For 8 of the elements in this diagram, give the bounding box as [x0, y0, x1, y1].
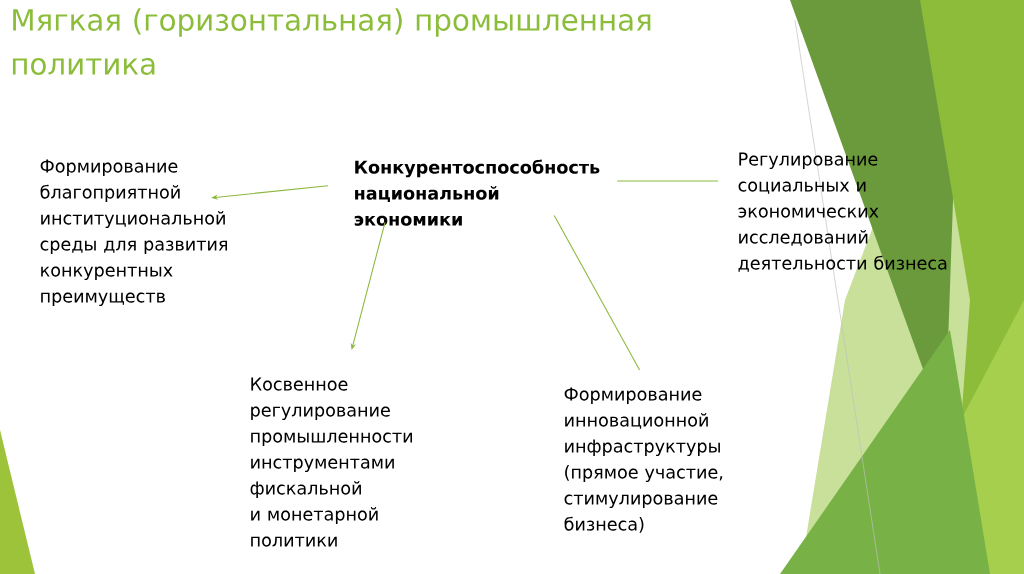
connector-line: [553, 214, 641, 371]
concept-text: Косвенное регулирование промышленности инструментами фискальной и монетарной политики: [250, 377, 412, 547]
connector-line: [616, 180, 719, 182]
connector-line: [350, 221, 386, 350]
concept-text: Формирование инновационной инфраструктуры (прямое участие, стимулирование бизнеса): [564, 387, 723, 533]
title: Мягкая (горизонтальная) промышленная политика: [12, 8, 651, 75]
concept-text: Формирование благоприятной институциональной среды для развития конкурентных преимуществ: [40, 159, 227, 307]
central-concept: Конкурентоспособность национальной экономики: [354, 159, 600, 226]
